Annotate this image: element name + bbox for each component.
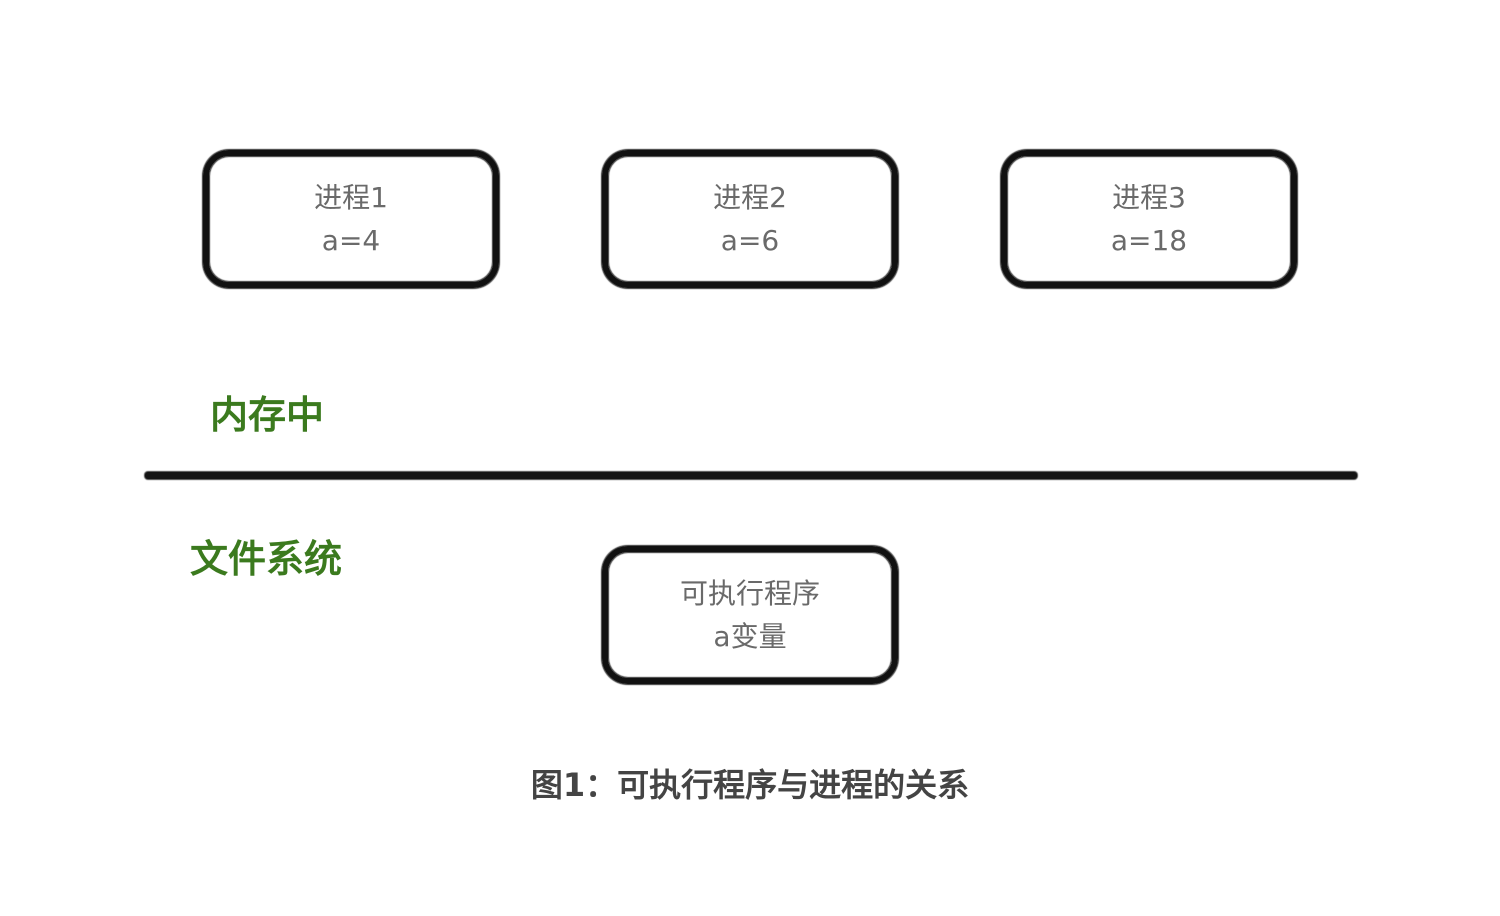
process-value: a=4 [321,224,381,257]
figure-caption: 图1：可执行程序与进程的关系 [530,766,970,804]
memory-label: 内存中 [210,393,325,437]
process-name: 进程3 [1112,181,1186,214]
process-name: 进程2 [713,181,787,214]
process-box-3: 进程3 a=18 [1001,150,1297,288]
process-box-2: 进程2 a=6 [602,150,898,288]
executable-box: 可执行程序 a变量 [602,546,898,684]
filesystem-label: 文件系统 [190,537,343,581]
process-value: a=6 [720,224,780,257]
process-box-1: 进程1 a=4 [203,150,499,288]
memory-filesystem-divider [145,472,1357,479]
executable-name: 可执行程序 [679,577,820,610]
process-value: a=18 [1110,224,1188,257]
process-name: 进程1 [314,181,388,214]
executable-value: a变量 [713,620,787,653]
